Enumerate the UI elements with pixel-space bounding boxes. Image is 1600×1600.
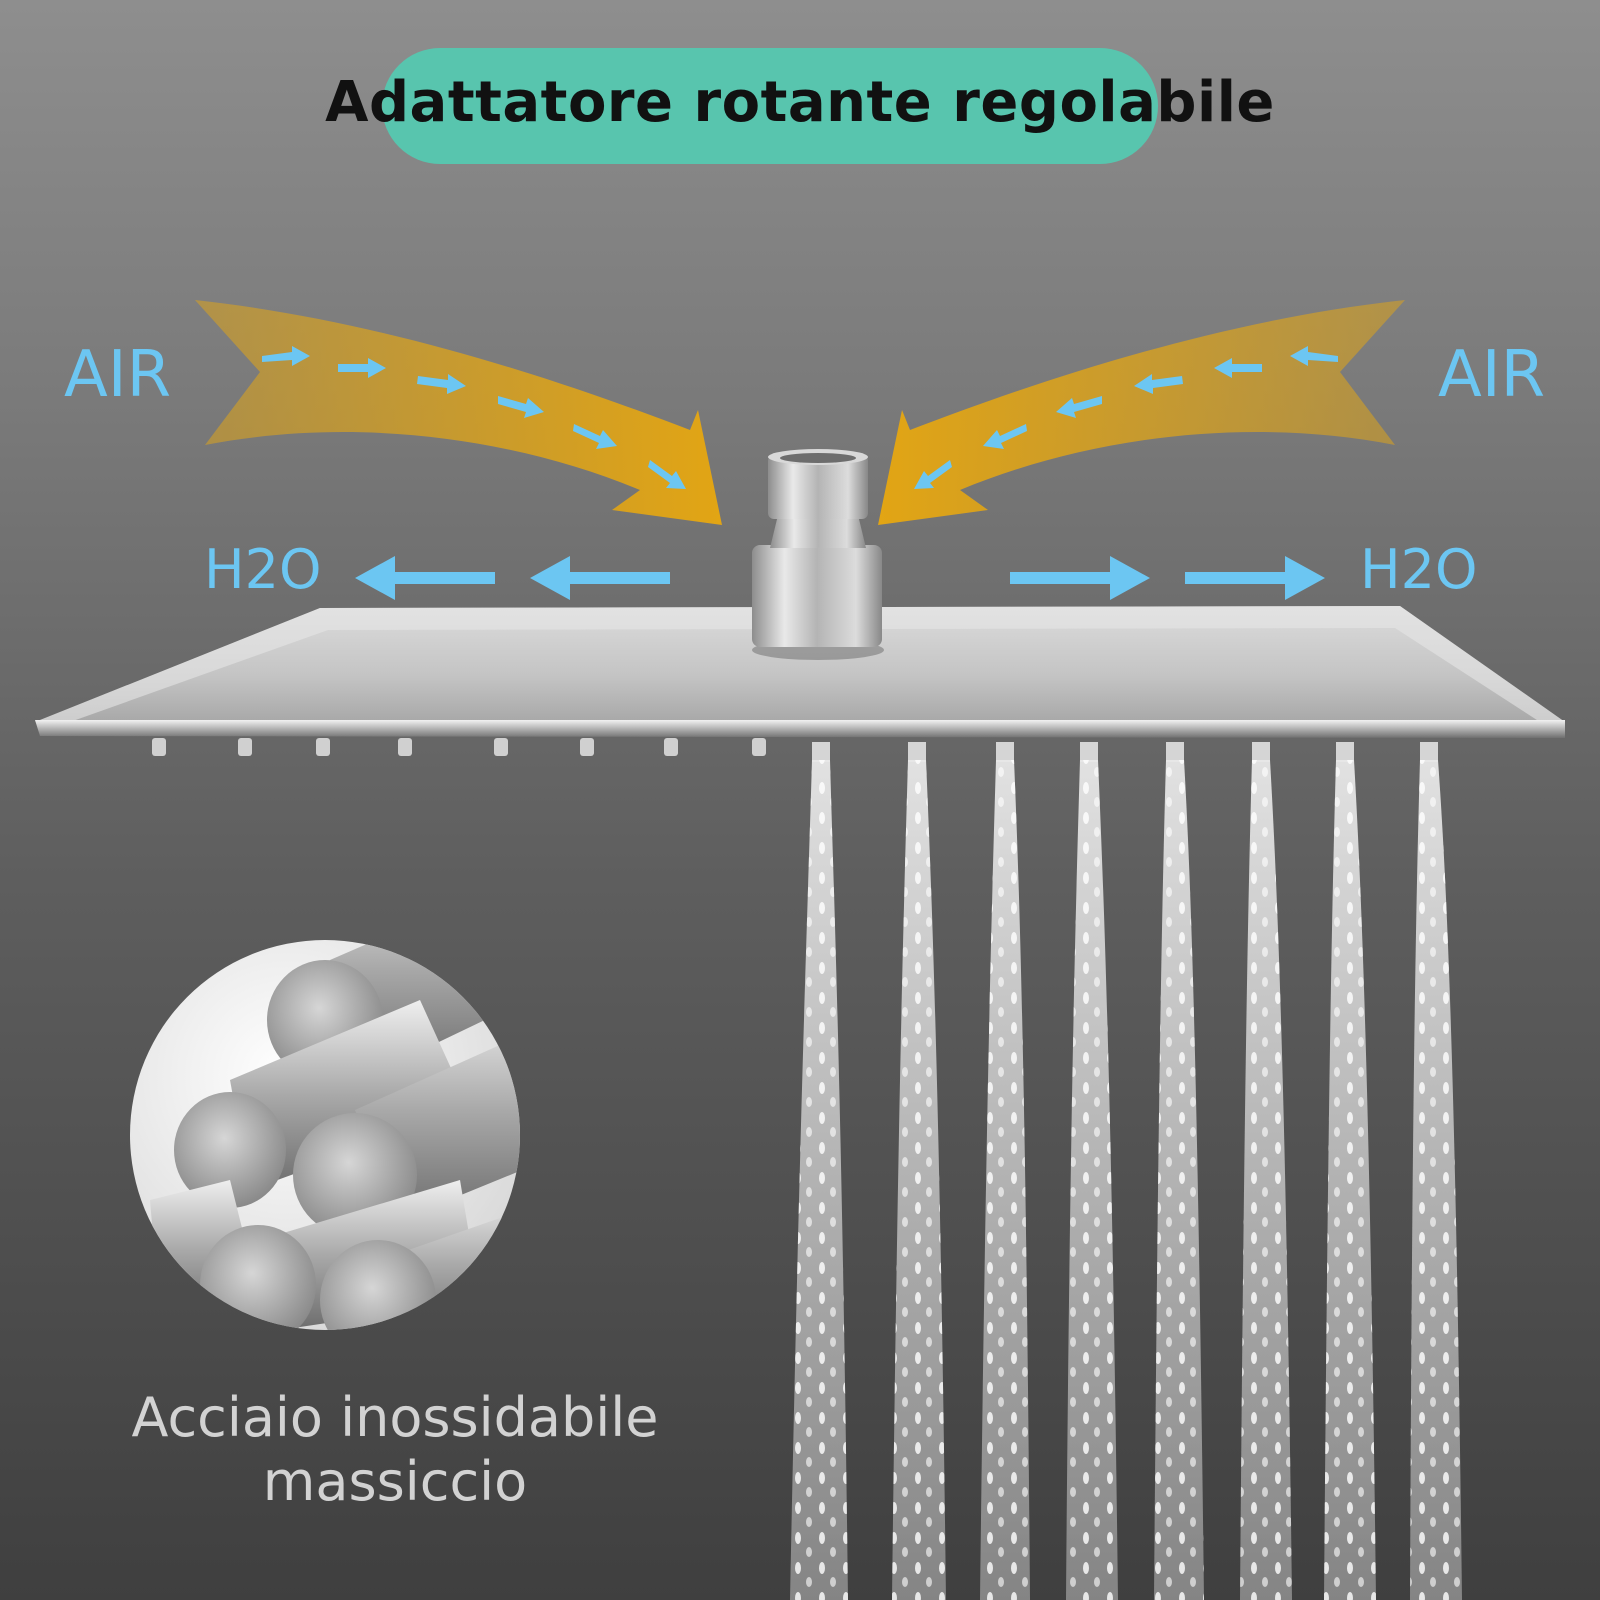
- page-title: Adattatore rotante regolabile: [325, 70, 1275, 135]
- air-arrow-right: [878, 300, 1405, 525]
- air-label-left: AIR: [64, 338, 172, 412]
- air-label-right: AIR: [1438, 338, 1546, 412]
- air-arrow-left: [195, 300, 722, 525]
- water-streams: [790, 742, 1462, 1600]
- h2o-arrows-left: [355, 556, 670, 600]
- swivel-adapter-icon: [752, 449, 884, 660]
- caption-line-2: massiccio: [262, 1450, 528, 1513]
- h2o-label-right: H2O: [1360, 538, 1478, 601]
- shower-head-icon: [35, 606, 1565, 756]
- h2o-arrows-right: [1010, 556, 1325, 600]
- material-caption: Acciaio inossidabile massiccio: [80, 1386, 710, 1514]
- h2o-label-left: H2O: [204, 538, 322, 601]
- title-pill: [382, 48, 1158, 164]
- caption-line-1: Acciaio inossidabile: [131, 1386, 659, 1449]
- steel-rods-icon: [130, 940, 520, 1330]
